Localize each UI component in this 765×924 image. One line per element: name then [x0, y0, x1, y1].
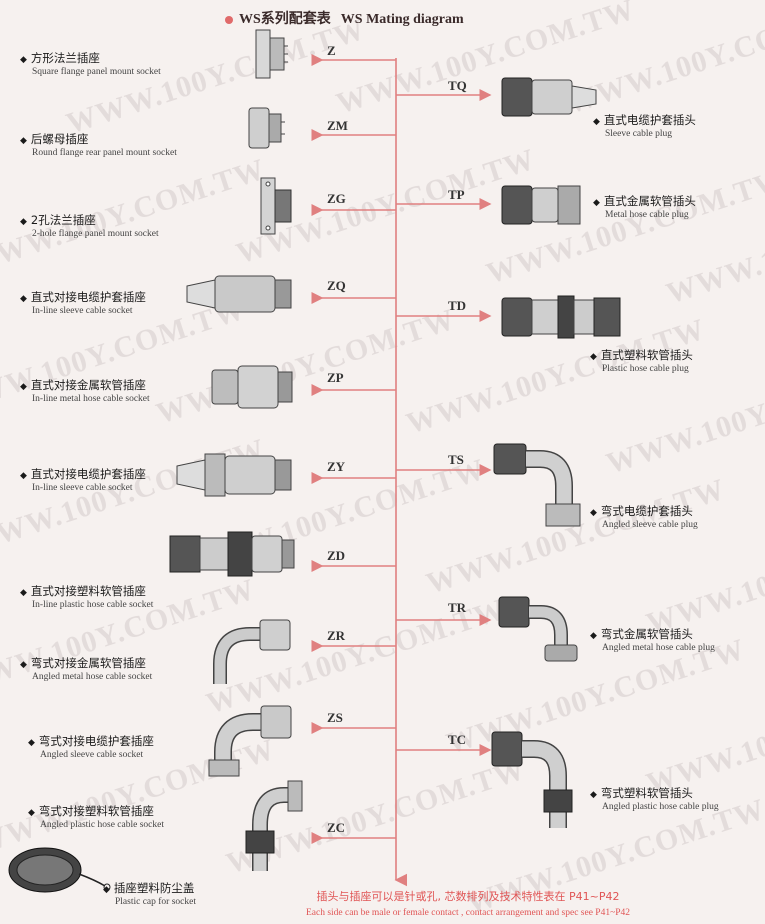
metal-hose-cable-plug-icon	[500, 180, 585, 230]
right-item-ts: ◆弯式电缆护套插头 Angled sleeve cable plug	[590, 503, 698, 530]
right-item-tr: ◆弯式金属软管插头 Angled metal hose cable plug	[590, 626, 715, 653]
angled-metal-hose-cable-plug-icon	[495, 593, 585, 665]
left-item-zy: ◆直式对接电缆护套插座 In-line sleeve cable socket	[20, 466, 146, 493]
square-flange-socket-icon	[250, 28, 290, 80]
right-item-td: ◆直式塑料软管插头 Plastic hose cable plug	[590, 347, 693, 374]
code-tq: TQ	[448, 78, 467, 94]
inline-plastic-hose-socket-icon	[168, 528, 298, 580]
left-item-zd: ◆直式对接塑料软管插座 In-line plastic hose cable s…	[20, 583, 153, 610]
right-branches	[396, 95, 490, 750]
plastic-cap-icon	[5, 840, 115, 900]
code-zg: ZG	[327, 191, 346, 207]
code-zq: ZQ	[327, 278, 346, 294]
code-tc: TC	[448, 732, 466, 748]
inline-sleeve-socket-2-icon	[175, 450, 295, 500]
left-item-zr: ◆弯式对接金属软管插座 Angled metal hose cable sock…	[20, 655, 152, 682]
code-zs: ZS	[327, 710, 343, 726]
left-item-cap: ◆插座塑料防尘盖 Plastic cap for socket	[103, 880, 196, 907]
left-item-zg: ◆2孔法兰插座 2-hole flange panel mount socket	[20, 212, 159, 239]
left-item-zc: ◆弯式对接塑料软管插座 Angled plastic hose cable so…	[28, 803, 164, 830]
right-item-tq: ◆直式电缆护套插头 Sleeve cable plug	[593, 112, 696, 139]
right-item-tp: ◆直式金属软管插头 Metal hose cable plug	[593, 193, 696, 220]
code-tr: TR	[448, 600, 466, 616]
inline-sleeve-socket-icon	[185, 270, 295, 318]
angled-metal-hose-socket-icon	[210, 618, 295, 688]
angled-sleeve-cable-plug-icon	[490, 440, 585, 530]
code-zc: ZC	[327, 820, 345, 836]
left-item-zq: ◆直式对接电缆护套插座 In-line sleeve cable socket	[20, 289, 146, 316]
rear-nut-socket-icon	[245, 102, 287, 154]
left-item-zs: ◆弯式对接电缆护套插座 Angled sleeve cable socket	[28, 733, 154, 760]
code-zy: ZY	[327, 459, 345, 475]
code-ts: TS	[448, 452, 464, 468]
inline-metal-hose-socket-icon	[210, 362, 295, 412]
left-item-zp: ◆直式对接金属软管插座 In-line metal hose cable soc…	[20, 377, 150, 404]
code-z: Z	[327, 43, 336, 59]
footer-note-zh: 插头与插座可以是针或孔, 芯数排列及技术特性表在 P41~P42	[258, 888, 678, 904]
left-item-zm: ◆后螺母插座 Round flange rear panel mount soc…	[20, 131, 177, 158]
plastic-hose-cable-plug-icon	[500, 292, 625, 342]
code-td: TD	[448, 298, 466, 314]
code-tp: TP	[448, 187, 465, 203]
sleeve-cable-plug-icon	[500, 72, 600, 122]
angled-plastic-hose-cable-plug-icon	[488, 728, 588, 838]
left-item-z: ◆方形法兰插座 Square flange panel mount socket	[20, 50, 161, 77]
code-zr: ZR	[327, 628, 345, 644]
footer-note: 插头与插座可以是针或孔, 芯数排列及技术特性表在 P41~P42 Each si…	[258, 888, 678, 918]
angled-plastic-hose-socket-icon	[240, 775, 305, 875]
right-item-tc: ◆弯式塑料软管插头 Angled plastic hose cable plug	[590, 785, 719, 812]
code-zd: ZD	[327, 548, 345, 564]
footer-note-en: Each side can be male or female contact …	[258, 908, 678, 918]
angled-sleeve-socket-icon	[205, 700, 295, 780]
code-zp: ZP	[327, 370, 344, 386]
two-hole-flange-socket-icon	[255, 176, 295, 236]
code-zm: ZM	[327, 118, 348, 134]
